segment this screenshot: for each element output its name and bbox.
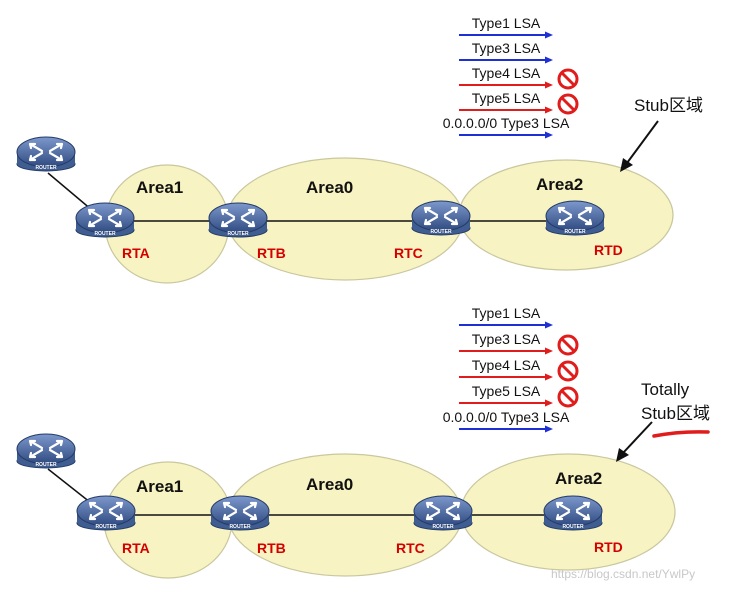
router-badge-label: ROUTER: [35, 462, 57, 468]
underline-mark: [652, 430, 710, 438]
forbidden-sign-icon: [557, 334, 579, 356]
router-icon-rtb: ROUTER: [208, 202, 268, 238]
router-badge-label: ROUTER: [94, 231, 116, 237]
router-badge-label: ROUTER: [564, 229, 586, 235]
forbidden-sign-icon: [557, 68, 579, 90]
router-badge-label: ROUTER: [35, 165, 57, 171]
callout-text-line2: Stub区域: [641, 404, 710, 423]
external-router-icon: ROUTER: [16, 433, 76, 469]
lsa-label: Type1 LSA: [472, 15, 541, 31]
forbidden-sign-icon: [557, 93, 579, 115]
lsa-label: Type5 LSA: [472, 90, 541, 106]
lsa-label: 0.0.0.0/0 Type3 LSA: [443, 409, 570, 425]
router-label-rtd: RTD: [594, 539, 623, 555]
callout-text-line1: Totally: [641, 380, 690, 399]
router-icon-rta: ROUTER: [76, 495, 136, 531]
flow-arrow-icon: [459, 56, 553, 64]
router-label-rtc: RTC: [394, 245, 423, 261]
lsa-label: Type3 LSA: [472, 40, 541, 56]
router-label-rta: RTA: [122, 540, 150, 556]
totally-stub-diagram: Area1 Area0 Area2 ROUTER ROUTER ROUTER R…: [16, 305, 710, 579]
lsa-item: Type1 LSA: [459, 15, 553, 39]
router-badge-label: ROUTER: [229, 524, 251, 530]
lsa-label: Type4 LSA: [472, 357, 541, 373]
area1-label: Area1: [136, 178, 183, 197]
blocked-arrow-icon: [459, 81, 553, 89]
lsa-item: Type4 LSA: [459, 357, 579, 382]
router-icon-rtd: ROUTER: [543, 495, 603, 531]
lsa-item: 0.0.0.0/0 Type3 LSA: [443, 115, 570, 139]
lsa-item: Type3 LSA: [459, 331, 579, 356]
lsa-label: 0.0.0.0/0 Type3 LSA: [443, 115, 570, 131]
area0-label: Area0: [306, 178, 353, 197]
lsa-label: Type4 LSA: [472, 65, 541, 81]
router-label-rtd: RTD: [594, 242, 623, 258]
router-icon-rtb: ROUTER: [210, 495, 270, 531]
router-badge-label: ROUTER: [562, 524, 584, 530]
lsa-label: Type1 LSA: [472, 305, 541, 321]
lsa-list: Type1 LSA Type3 LSA Type4 LSA Type5 LSA 0.0.…: [443, 15, 579, 139]
area1-label: Area1: [136, 477, 183, 496]
callout-text: Stub区域: [634, 96, 703, 115]
external-router-icon: ROUTER: [16, 136, 76, 172]
router-badge-label: ROUTER: [95, 524, 117, 530]
router-badge-label: ROUTER: [430, 229, 452, 235]
lsa-item: Type5 LSA: [459, 90, 579, 115]
router-badge-label: ROUTER: [432, 524, 454, 530]
lsa-item: Type1 LSA: [459, 305, 553, 329]
router-icon-rtc: ROUTER: [413, 495, 473, 531]
lsa-label: Type5 LSA: [472, 383, 541, 399]
lsa-item: Type3 LSA: [459, 40, 553, 64]
forbidden-sign-icon: [557, 360, 579, 382]
router-icon-rta: ROUTER: [75, 202, 135, 238]
blocked-arrow-icon: [459, 106, 553, 114]
router-label-rtb: RTB: [257, 245, 286, 261]
lsa-label: Type3 LSA: [472, 331, 541, 347]
router-icon-rtc: ROUTER: [411, 200, 471, 236]
lsa-item: Type4 LSA: [459, 65, 579, 90]
blocked-arrow-icon: [459, 347, 553, 355]
flow-arrow-icon: [459, 131, 553, 139]
blocked-arrow-icon: [459, 399, 553, 407]
area0-label: Area0: [306, 475, 353, 494]
callout-arrow-icon: [620, 120, 659, 172]
area2-label: Area2: [555, 469, 602, 488]
flow-arrow-icon: [459, 321, 553, 329]
flow-arrow-icon: [459, 31, 553, 39]
watermark: https://blog.csdn.net/YwlPy: [551, 567, 695, 581]
forbidden-sign-icon: [557, 386, 579, 408]
lsa-list: Type1 LSA Type3 LSA Type4 LSA Type5 LSA 0.0.…: [443, 305, 579, 433]
router-label-rta: RTA: [122, 245, 150, 261]
router-label-rtb: RTB: [257, 540, 286, 556]
router-label-rtc: RTC: [396, 540, 425, 556]
router-badge-label: ROUTER: [227, 231, 249, 237]
flow-arrow-icon: [459, 425, 553, 433]
blocked-arrow-icon: [459, 373, 553, 381]
area2-label: Area2: [536, 175, 583, 194]
stub-diagram: Area1 Area0 Area2 ROUTER ROUTER ROUTER R…: [16, 15, 703, 284]
router-icon-rtd: ROUTER: [545, 200, 605, 236]
lsa-item: 0.0.0.0/0 Type3 LSA: [443, 409, 570, 433]
callout-arrow-icon: [616, 421, 653, 462]
lsa-item: Type5 LSA: [459, 383, 579, 408]
